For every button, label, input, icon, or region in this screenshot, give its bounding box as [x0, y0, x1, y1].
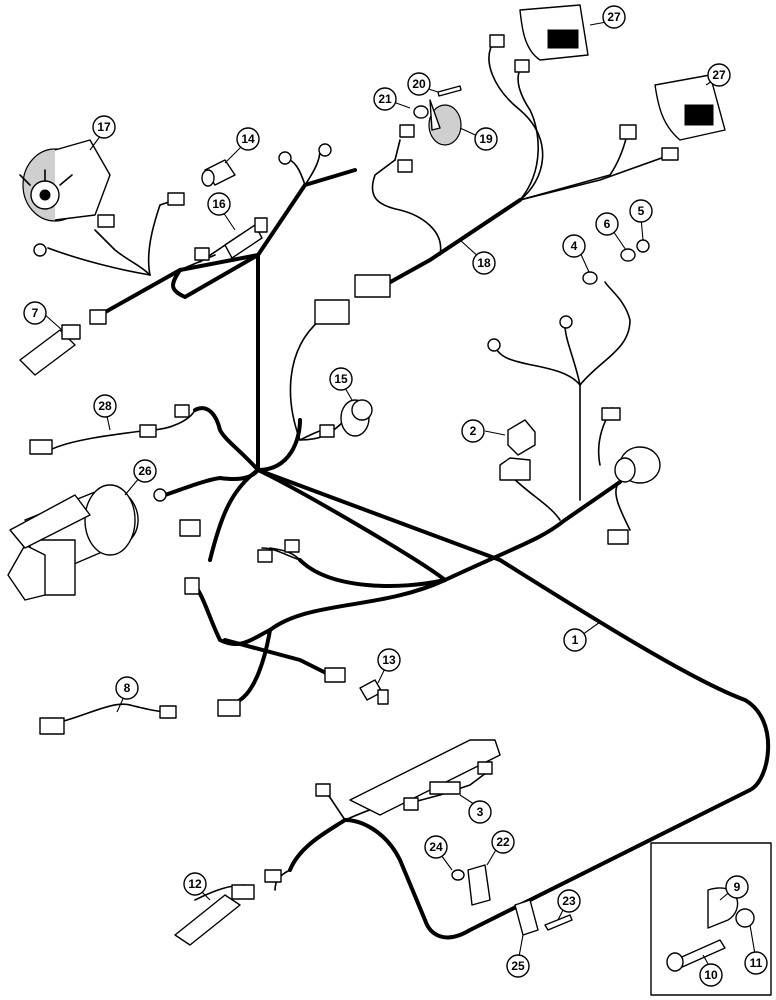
svg-text:25: 25	[511, 959, 525, 973]
engine-harness	[47, 149, 357, 317]
callout-7: 7	[23, 301, 47, 325]
lamp-top	[519, 4, 589, 61]
svg-text:27: 27	[607, 10, 621, 24]
callout-26: 26	[133, 459, 157, 483]
callout-5: 5	[629, 199, 653, 223]
switch-13	[359, 679, 389, 705]
svg-text:17: 17	[97, 120, 111, 134]
callout-27-right: 27	[707, 63, 731, 87]
callout-27-top: 27	[602, 5, 626, 29]
callout-28: 28	[93, 394, 117, 418]
svg-text:10: 10	[704, 968, 718, 982]
callout-18: 18	[472, 251, 496, 275]
callout-14: 14	[236, 127, 260, 151]
svg-text:6: 6	[604, 217, 611, 231]
svg-text:8: 8	[124, 681, 131, 695]
callout-22: 22	[491, 830, 515, 854]
main-harness	[163, 253, 771, 940]
callout-2: 2	[461, 419, 485, 443]
callout-25: 25	[506, 954, 530, 978]
callout-11: 11	[744, 951, 768, 975]
switch-bracket	[349, 739, 501, 816]
washers	[413, 85, 650, 285]
svg-text:3: 3	[477, 805, 484, 819]
starter-motor	[7, 484, 139, 601]
svg-text:2: 2	[470, 424, 477, 438]
svg-text:28: 28	[98, 399, 112, 413]
svg-text:5: 5	[638, 204, 645, 218]
callout-9: 9	[725, 875, 749, 899]
callout-6: 6	[595, 212, 619, 236]
relay	[499, 419, 536, 481]
svg-text:7: 7	[32, 306, 39, 320]
sender-16	[224, 217, 268, 259]
svg-text:9: 9	[734, 880, 741, 894]
callout-1: 1	[563, 628, 587, 652]
callout-3: 3	[468, 800, 492, 824]
svg-text:15: 15	[334, 372, 348, 386]
svg-text:27: 27	[712, 68, 726, 82]
svg-text:18: 18	[477, 256, 491, 270]
callout-13: 13	[377, 648, 401, 672]
callout-23: 23	[557, 889, 581, 913]
callout-24: 24	[424, 835, 448, 859]
bracket-22	[451, 864, 491, 906]
svg-text:13: 13	[382, 653, 396, 667]
svg-text:1: 1	[572, 633, 579, 647]
sender-15	[340, 399, 373, 437]
svg-text:16: 16	[212, 197, 226, 211]
callout-19: 19	[474, 127, 498, 151]
svg-text:20: 20	[412, 77, 426, 91]
callout-21: 21	[373, 87, 397, 111]
svg-text:22: 22	[496, 835, 510, 849]
svg-text:14: 14	[241, 132, 255, 146]
mounting-plate	[514, 899, 573, 936]
lamp-right	[654, 74, 726, 141]
buzzer	[614, 446, 661, 484]
svg-text:11: 11	[750, 956, 763, 970]
svg-text:23: 23	[562, 894, 576, 908]
svg-text:12: 12	[188, 877, 202, 891]
alternator	[19, 139, 111, 222]
callout-20: 20	[407, 72, 431, 96]
svg-text:4: 4	[571, 239, 578, 253]
callout-15: 15	[329, 367, 353, 391]
svg-text:26: 26	[138, 464, 152, 478]
callout-10: 10	[699, 963, 723, 987]
callout-12: 12	[183, 872, 207, 896]
connectors	[29, 34, 679, 883]
callout-17: 17	[92, 115, 116, 139]
lamp-harness	[371, 39, 671, 287]
svg-text:21: 21	[378, 92, 392, 106]
horn	[428, 99, 462, 146]
svg-text:24: 24	[429, 840, 443, 854]
sender-7	[19, 324, 81, 376]
sensor-12	[174, 884, 255, 946]
callout-8: 8	[115, 676, 139, 700]
sender-14	[201, 159, 236, 187]
callout-16: 16	[207, 192, 231, 216]
svg-text:19: 19	[479, 132, 493, 146]
callout-4: 4	[562, 234, 586, 258]
